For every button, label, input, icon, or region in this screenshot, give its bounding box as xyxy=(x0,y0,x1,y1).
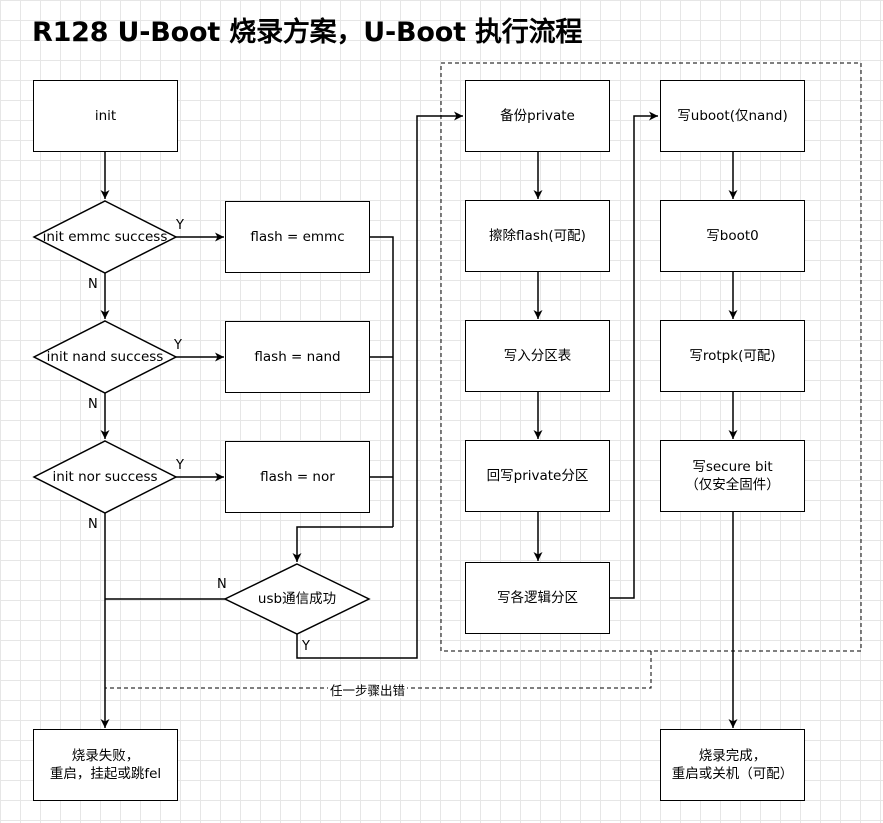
flash-nand-box: flash = nand xyxy=(225,321,370,393)
backup-private-box: 备份private xyxy=(465,80,610,152)
arrow-usb-yes xyxy=(296,111,463,659)
init-nand-decision: init nand success xyxy=(46,348,164,365)
edge-label-nor-no: N xyxy=(88,517,98,532)
erase-flash-box: 擦除flash(可配) xyxy=(465,200,610,272)
arrow-merge-to-usb xyxy=(292,526,393,562)
write-boot0-box: 写boot0 xyxy=(660,200,805,272)
done-box: 烧录完成， 重启或关机（可配） xyxy=(660,729,805,801)
usb-ok-decision: usb通信成功 xyxy=(257,590,337,607)
flash-nor-box: flash = nor xyxy=(225,441,370,513)
init-nor-decision: init nor success xyxy=(52,468,158,485)
write-uboot-box: 写uboot(仅nand) xyxy=(660,80,805,152)
init-emmc-decision: init emmc success xyxy=(42,228,168,245)
edge-label-nand-no: N xyxy=(88,397,98,412)
connector-emmc-merge xyxy=(369,236,394,527)
connector-error-path xyxy=(105,651,652,689)
write-rotpk-box: 写rotpk(可配) xyxy=(660,320,805,392)
edge-label-nand-yes: Y xyxy=(174,338,182,353)
write-back-private-box: 回写private分区 xyxy=(465,440,610,512)
init-box: init xyxy=(33,80,178,152)
edge-label-usb-yes: Y xyxy=(302,639,310,654)
edge-label-emmc-no: N xyxy=(88,277,98,292)
edge-label-emmc-yes: Y xyxy=(176,218,184,233)
fail-box: 烧录失败， 重启，挂起或跳fel xyxy=(33,729,178,801)
edge-label-any-error: 任一步骤出错 xyxy=(328,683,408,698)
arrow-logical-to-uboot xyxy=(610,111,658,599)
edge-label-usb-no: N xyxy=(217,577,227,592)
write-partition-table-box: 写入分区表 xyxy=(465,320,610,392)
write-logical-partitions-box: 写各逻辑分区 xyxy=(465,562,610,634)
page-title: R128 U-Boot 烧录方案，U-Boot 执行流程 xyxy=(32,17,583,48)
edge-label-nor-yes: Y xyxy=(176,458,184,473)
flash-emmc-box: flash = emmc xyxy=(225,201,370,273)
write-secure-bit-box: 写secure bit （仅安全固件） xyxy=(660,440,805,512)
